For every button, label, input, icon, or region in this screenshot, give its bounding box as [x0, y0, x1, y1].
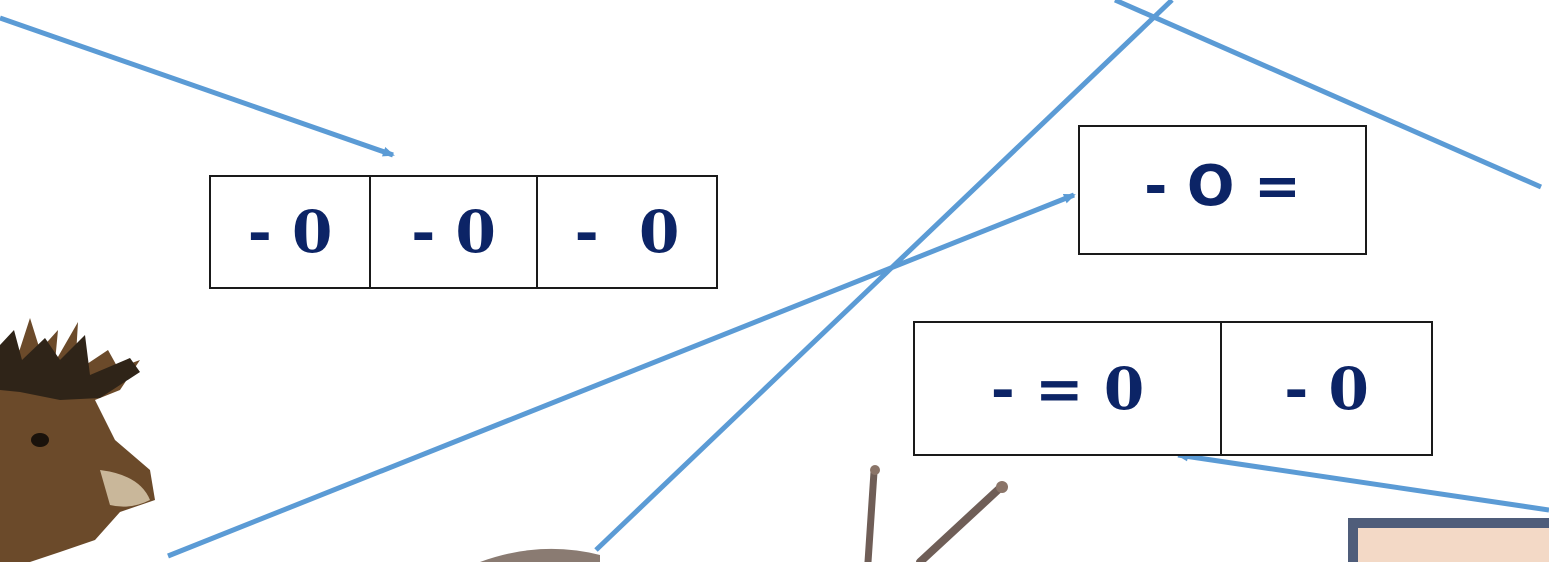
- bottom-right-box-cell-2: - 0: [1220, 323, 1431, 454]
- moose-image: [0, 318, 155, 562]
- left-box-cell-3: - 0: [536, 177, 716, 287]
- bottom-right-equation-box: - = 0 - 0: [913, 321, 1433, 456]
- arrow-to-bottom-right-box: [1176, 451, 1549, 513]
- left-box-cell-1: - 0: [247, 198, 333, 266]
- snail-image: [480, 465, 1008, 562]
- top-right-box-cell: - O =: [1144, 154, 1301, 219]
- diagonal-line-right: [1113, 0, 1543, 190]
- bottom-right-box-cell-1: - = 0: [990, 354, 1145, 423]
- arrow-to-left-box: [0, 15, 395, 158]
- left-box-cell-2: - 0: [369, 177, 536, 287]
- left-equation-box: - 0 - 0 - 0: [209, 175, 718, 289]
- top-right-equation-box: - O =: [1078, 125, 1367, 255]
- diagonal-line-long: [594, 0, 1174, 552]
- arrow-to-top-right-box: [167, 192, 1076, 559]
- framed-picture-image: [1348, 518, 1549, 562]
